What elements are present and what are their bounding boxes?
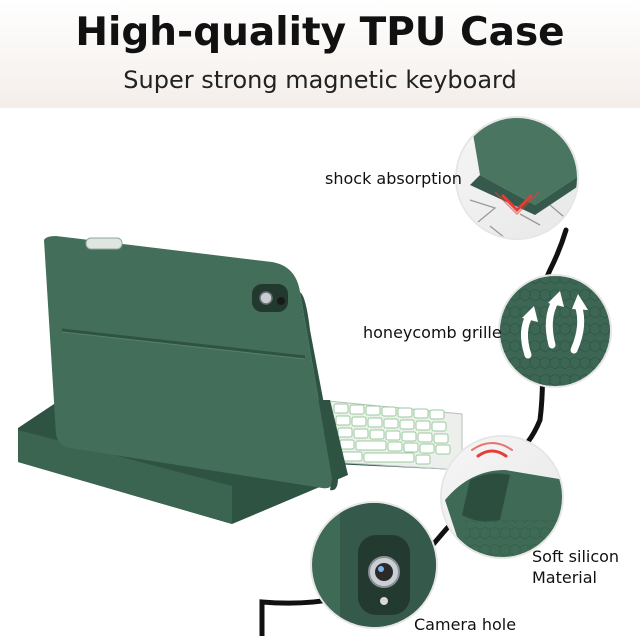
keyboard-keys	[333, 403, 451, 465]
camera-hole-label: Camera hole	[414, 615, 517, 634]
page-title: High-quality TPU Case	[75, 10, 565, 55]
header-banner	[0, 0, 640, 108]
soft-silicon-icon	[440, 435, 564, 559]
soft-silicon-label-line1: Soft silicon	[532, 547, 620, 566]
shock-absorption-icon	[455, 116, 579, 240]
tablet-case	[18, 236, 463, 524]
shock-absorption-label: shock absorption	[325, 169, 462, 188]
honeycomb-grille-icon	[498, 274, 612, 388]
page-subtitle: Super strong magnetic keyboard	[123, 66, 517, 94]
camera-hole-icon	[310, 501, 438, 629]
soft-silicon-label-line2: Material	[532, 568, 597, 587]
honeycomb-grille-label: honeycomb grille	[363, 323, 502, 342]
